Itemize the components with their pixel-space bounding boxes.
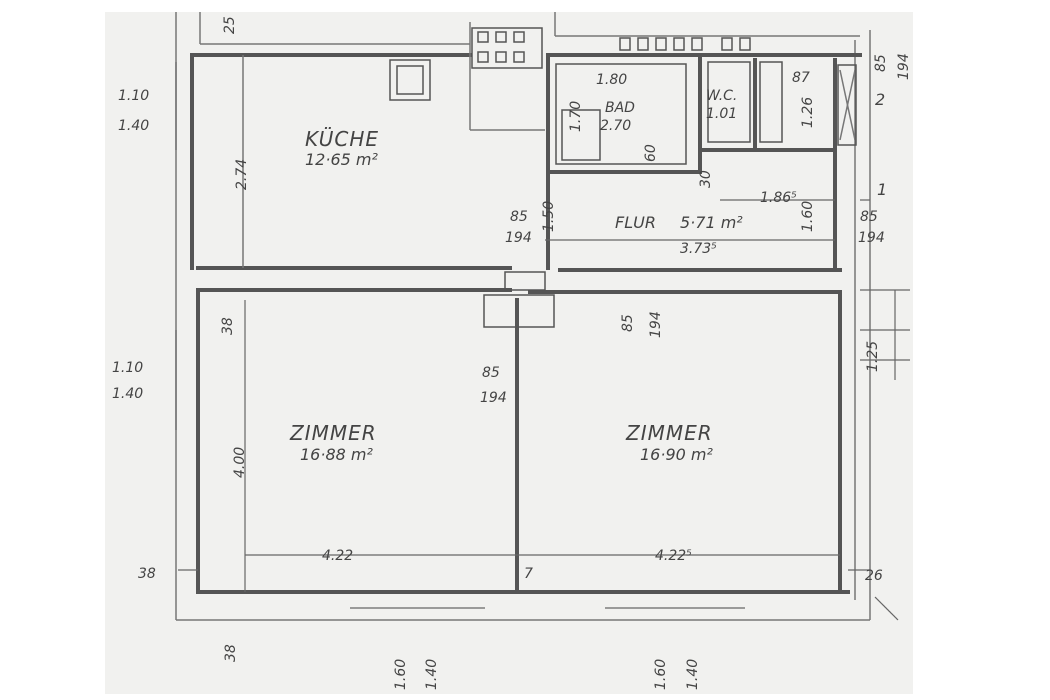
room-flur-area: 5·71 m²: [680, 213, 743, 232]
dim-door-194-b: 194: [858, 230, 885, 246]
dim-flur-width: 3.73⁵: [680, 241, 717, 257]
dim-door-85-d: 85: [482, 365, 500, 381]
dim-zimmer-left-width: 4.22: [322, 548, 353, 564]
dim-wall-160: 1.60: [800, 201, 816, 232]
dim-zimmer-right-width: 4.22⁵: [655, 548, 692, 564]
dim-zimmer-height: 4.00: [232, 447, 248, 478]
dim-wall-25: 25: [222, 16, 238, 34]
room-zimmer-left-name: ZIMMER: [289, 421, 377, 445]
dim-right-125: 1.25: [865, 341, 881, 372]
fixtures: [389, 27, 857, 328]
dim-bath-width: 1.80: [596, 72, 627, 88]
toilet-icon: [707, 61, 751, 143]
room-kueche-area: 12·65 m²: [305, 150, 378, 169]
dim-wall-38-a: 38: [220, 317, 236, 335]
dim-wall-26: 26: [865, 568, 883, 584]
dim-bottom-win-2-h: 1.40: [685, 659, 701, 690]
dim-left-mid-h: 1.40: [112, 386, 143, 402]
dim-bath-small: 1.70: [568, 101, 584, 132]
dim-wc-126: 1.26: [800, 97, 816, 128]
dim-bottom-win-1-h: 1.40: [424, 659, 440, 690]
dim-bottom-win-1-w: 1.60: [393, 659, 409, 690]
dim-left-top-w: 1.10: [118, 88, 149, 104]
stove-icon: [471, 27, 543, 69]
room-zimmer-right-name: ZIMMER: [625, 421, 713, 445]
room-kueche-name: KÜCHE: [305, 127, 379, 151]
dim-wall-38-b: 38: [138, 566, 156, 582]
room-flur-name: FLUR: [615, 213, 656, 232]
room-zimmer-left-area: 16·88 m²: [300, 445, 373, 464]
bathtub-icon: [555, 63, 687, 165]
dim-kitchen-height: 2.74: [234, 159, 250, 190]
dim-flur-side: 1.86⁵: [760, 190, 797, 206]
dimension-lines: [175, 62, 910, 621]
room-labels: KÜCHE 12·65 m² BAD W.C. FLUR 5·71 m² ZIM…: [289, 88, 743, 464]
dim-left-top-h: 1.40: [118, 118, 149, 134]
room-zimmer-right-area: 16·90 m²: [640, 445, 713, 464]
chimney-icon: [483, 294, 555, 328]
dim-wall-150: 1.50: [541, 201, 557, 232]
dim-bottom-win-2-w: 1.60: [653, 659, 669, 690]
dimension-labels: 1.10 1.40 1.10 1.40 2.74 4.00 4.22 4.22⁵…: [112, 16, 912, 690]
dim-door-194-e: 194: [896, 53, 912, 80]
radiator-row-icon: [619, 37, 751, 51]
dim-wall-38-c: 38: [223, 644, 239, 662]
dim-left-mid-w: 1.10: [112, 360, 143, 376]
kitchen-sink-icon: [389, 59, 431, 101]
dim-door-85-a-text: 85: [510, 209, 528, 225]
interior-walls: [196, 12, 862, 594]
dim-door-194-d: 194: [480, 390, 507, 406]
dim-wall-30: 30: [698, 170, 714, 188]
dim-door-194-c: 194: [648, 311, 664, 338]
room-wc-name: W.C.: [706, 88, 737, 104]
stair-label-1: 1: [877, 180, 887, 199]
dim-door-85-c: 85: [620, 314, 636, 332]
dim-bath-len: 2.70: [600, 118, 631, 134]
dim-wc-87: 87: [792, 70, 810, 86]
dim-wc-width: 1.01: [706, 106, 737, 122]
dim-wall-60: 60: [643, 144, 659, 162]
paper-background: [105, 12, 913, 694]
dim-door-194-a: 194: [505, 230, 532, 246]
room-bad-name: BAD: [605, 100, 635, 116]
stair-label-2: 2: [875, 90, 885, 109]
dim-door-85-b: 85: [860, 209, 878, 225]
dim-door-85-e: 85: [873, 54, 889, 72]
dim-wall-7: 7: [524, 566, 533, 582]
